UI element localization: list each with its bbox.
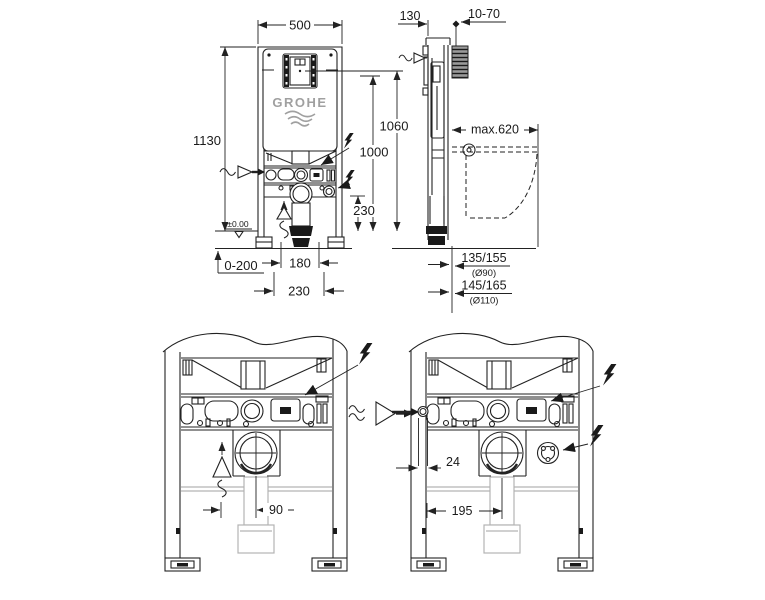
- vent-arrow-icon: [276, 201, 292, 239]
- dim-drain-offset-label: 180: [289, 256, 311, 271]
- dim-outlet-height: 230: [350, 195, 378, 231]
- dim-plate-center-label: 1060: [380, 119, 409, 134]
- dim-side-depth: 130: [398, 9, 429, 36]
- dim-supply-offset-label: 230: [288, 284, 310, 299]
- vent-arrow-icon: [212, 442, 232, 498]
- lightning-bolt-icon: [344, 133, 354, 149]
- dim-front-width: 500: [257, 18, 343, 44]
- dim-pipe-center-label: 195: [452, 504, 473, 518]
- dim-inlet-offset: 24: [396, 418, 460, 472]
- dim-drain-offset: 180: [262, 242, 338, 271]
- side-view: 130 10-70 max.620: [392, 7, 539, 313]
- dim-power-height: 1000: [356, 75, 390, 231]
- dim-max-reach-label: max.620: [471, 123, 519, 137]
- dim-outlet-large-dia-label: (Ø110): [470, 296, 499, 307]
- dim-front-height: 1130: [193, 46, 256, 231]
- grohe-logo: GROHE: [272, 95, 327, 127]
- dim-floor-range: 0-200: [214, 251, 264, 274]
- lightning-bolt-icon: [345, 170, 355, 186]
- bottom-left-view: 90: [161, 332, 373, 573]
- logo-wave-icon: [284, 110, 316, 118]
- dim-outlet-large-label: 145/165: [461, 279, 506, 293]
- dim-wall-distance-label: 10-70: [468, 7, 500, 21]
- dim-power-height-label: 1000: [360, 145, 389, 160]
- water-supply-arrow-icon: [219, 165, 265, 179]
- dim-max-reach: max.620: [452, 122, 539, 247]
- transition-arrow-icon: [348, 401, 413, 426]
- dim-outlet-height-label: 230: [353, 203, 375, 218]
- bottom-right-view: 24 195: [392, 332, 617, 573]
- dim-floor-range-label: 0-200: [224, 258, 257, 273]
- dim-side-depth-label: 130: [400, 9, 421, 23]
- dim-front-width-label: 500: [289, 18, 311, 33]
- water-supply-arrow-icon: [398, 52, 427, 64]
- dim-outlet-small: 135/155 (Ø90): [428, 246, 510, 313]
- power-socket: [322, 185, 336, 198]
- front-view: GROHE: [193, 18, 414, 299]
- dim-outlet-small-dia-label: (Ø90): [472, 268, 496, 279]
- dim-wall-distance: 10-70: [461, 7, 506, 26]
- dim-outlet-small-label: 135/155: [461, 251, 506, 265]
- inlet-arrow-icon: [392, 408, 419, 416]
- wall-bracket: [451, 45, 469, 79]
- wall-anchor-icon: [452, 20, 460, 46]
- datum-marker: ±0.00: [224, 219, 252, 239]
- dim-pipe-center: 195: [426, 478, 503, 519]
- lightning-bolt-icon: [603, 364, 617, 386]
- dim-outlet-large: 145/165 (Ø110): [428, 279, 512, 307]
- dim-front-height-label: 1130: [193, 133, 221, 148]
- dim-inlet-offset-label: 24: [446, 455, 460, 469]
- lightning-bolt-icon: [359, 343, 373, 365]
- logo-wave-icon: [290, 121, 310, 127]
- dim-vent-offset-label: 90: [269, 503, 283, 517]
- dim-supply-offset: 230: [254, 272, 344, 299]
- toilet-bowl-outline: [452, 143, 538, 219]
- logo-wave-icon: [287, 115, 313, 123]
- power-socket: [536, 441, 560, 465]
- grohe-logo-text: GROHE: [272, 95, 327, 110]
- datum-triangle-icon: [233, 230, 245, 239]
- datum-label: ±0.00: [227, 219, 248, 229]
- lightning-bolt-icon: [590, 425, 604, 447]
- dim-vent-offset: 90: [203, 476, 294, 518]
- dim-plate-center-height: 1060: [305, 70, 414, 231]
